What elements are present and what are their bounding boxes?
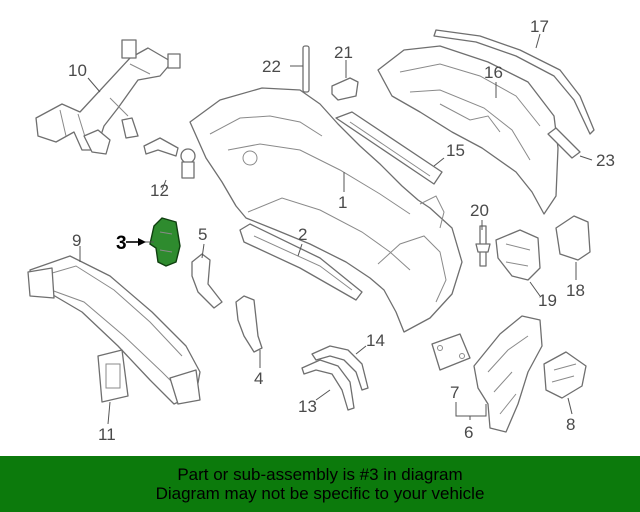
part-11-plate[interactable]	[97, 349, 129, 403]
callout-11[interactable]: 11	[98, 425, 116, 444]
part-info-line: Part or sub-assembly is #3 in diagram	[177, 465, 463, 484]
part-1-bumper-cover[interactable]	[189, 87, 463, 333]
highlighted-part-3[interactable]	[149, 217, 181, 267]
part-23-trim[interactable]	[547, 127, 581, 159]
callout-14[interactable]: 14	[366, 331, 385, 350]
parts-diagram: 10 12 22 21 1 15 16 17 23 20 19 18 3 9 5…	[27, 17, 615, 444]
callout-20[interactable]: 20	[470, 201, 489, 220]
part-15-absorber[interactable]	[335, 111, 443, 185]
callout-3[interactable]: 3	[116, 233, 127, 254]
part-9-reinforcement[interactable]	[27, 255, 201, 405]
callout-10[interactable]: 10	[68, 61, 87, 80]
part-info-banner: Part or sub-assembly is #3 in diagram Di…	[0, 456, 640, 512]
callout-18[interactable]: 18	[566, 281, 585, 300]
part-14-arch-liner[interactable]	[311, 345, 369, 391]
callout-21[interactable]: 21	[334, 43, 353, 62]
callout-1[interactable]: 1	[338, 193, 347, 212]
callout-8[interactable]: 8	[566, 415, 575, 434]
callout-13[interactable]: 13	[298, 397, 317, 416]
part-16-valance[interactable]	[377, 45, 559, 215]
callout-2[interactable]: 2	[298, 225, 307, 244]
callout-labels: 10 12 22 21 1 15 16 17 23 20 19 18 3 9 5…	[68, 17, 615, 444]
callout-9[interactable]: 9	[72, 231, 81, 250]
part-22-rod[interactable]	[302, 45, 310, 93]
part-7-plate[interactable]	[431, 333, 471, 371]
callout-17[interactable]: 17	[530, 17, 549, 36]
callout-6[interactable]: 6	[464, 423, 473, 442]
part-8-bracket[interactable]	[543, 351, 587, 399]
callout-16[interactable]: 16	[484, 63, 503, 82]
part-21-bracket[interactable]	[331, 77, 359, 101]
part-13-arch-liner[interactable]	[301, 359, 355, 411]
callout-15[interactable]: 15	[446, 141, 465, 160]
part-5-bracket[interactable]	[191, 253, 223, 309]
callout-7[interactable]: 7	[450, 383, 459, 402]
part-10-tow-hitch[interactable]	[35, 39, 181, 155]
part-2-absorber[interactable]	[239, 223, 363, 301]
callout-5[interactable]: 5	[198, 225, 207, 244]
part-12-hitch-ball[interactable]	[143, 137, 196, 179]
part-6-side-bracket[interactable]	[473, 315, 543, 433]
diagram-disclaimer-line: Diagram may not be specific to your vehi…	[155, 484, 485, 503]
part-20-stud[interactable]	[475, 225, 491, 267]
leader-lines	[79, 33, 593, 425]
callout-19[interactable]: 19	[538, 291, 557, 310]
part-19-bracket[interactable]	[495, 229, 541, 281]
part-4-bracket[interactable]	[235, 295, 263, 353]
part-3-bracket[interactable]	[149, 217, 181, 267]
part-18-bracket[interactable]	[555, 215, 591, 261]
callout-23[interactable]: 23	[596, 151, 615, 170]
part-17-trim-strip[interactable]	[433, 29, 595, 135]
callout-22[interactable]: 22	[262, 57, 281, 76]
callout-12[interactable]: 12	[150, 181, 169, 200]
callout-4[interactable]: 4	[254, 369, 263, 388]
